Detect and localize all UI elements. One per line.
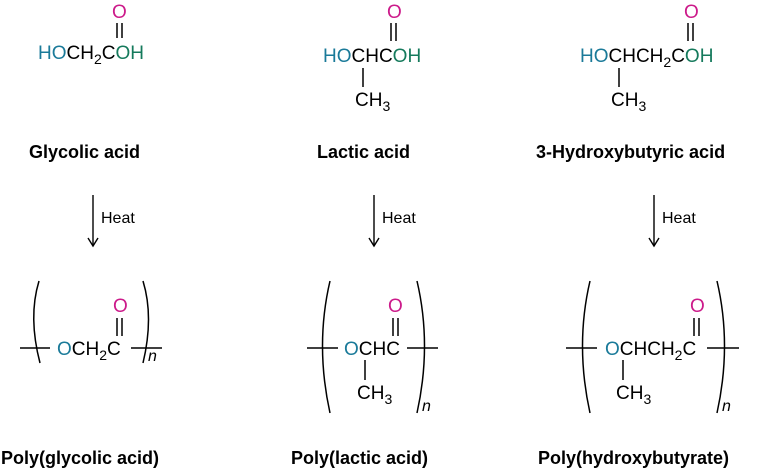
backbone: CHC: [358, 339, 400, 360]
monomer-name: 3-Hydroxybutyric acid: [536, 142, 726, 162]
carbonyl-carbon: C: [107, 339, 121, 360]
backbone: CHC: [351, 46, 393, 67]
subscript: 2: [663, 54, 672, 70]
hydroxyl-group: HO: [580, 46, 609, 67]
heat-label: Heat: [101, 210, 135, 227]
subscript: 3: [638, 98, 647, 114]
ester-oxygen: O: [344, 339, 359, 360]
carbonyl-oxygen: O: [112, 2, 127, 23]
carbonyl-oxygen: O: [388, 296, 403, 317]
carbonyl-oxygen: O: [387, 2, 402, 23]
subscript: 2: [674, 347, 683, 363]
double-bond-icon: [390, 23, 397, 41]
carbonyl-oxygen: O: [684, 2, 699, 23]
double-bond-icon: [687, 23, 694, 41]
hydroxybutyric-acid-formula: HOCHCH2COH: [580, 46, 714, 69]
methyl-branch: CH3: [616, 383, 651, 406]
lactic-acid-formula: HOCHCOH: [323, 47, 421, 66]
subscript: 2: [99, 347, 108, 363]
carbonyl-carbon: C: [671, 46, 685, 67]
repeat-count: n: [722, 398, 731, 415]
polymer-name: Poly(glycolic acid): [1, 448, 160, 468]
ester-oxygen: O: [605, 339, 620, 360]
subscript: 3: [382, 98, 391, 114]
hydroxyl-group: HO: [38, 43, 67, 64]
methyl-ch: CH: [357, 383, 385, 404]
carbonyl-oxygen: O: [113, 296, 128, 317]
acid-hydroxyl: OH: [392, 46, 422, 67]
backbone-ch: CH: [66, 43, 94, 64]
carbonyl-carbon: C: [682, 339, 697, 360]
polymer-brackets-icon: [307, 280, 438, 414]
pga-repeat-unit: OCH2C: [57, 339, 121, 362]
methyl-branch: CH3: [355, 90, 390, 113]
repeat-count: n: [422, 398, 431, 415]
polymer-brackets-icon: [566, 280, 739, 414]
subscript: 3: [384, 391, 393, 407]
backbone-ch: CH: [71, 339, 100, 360]
backbone-chch: CHCH: [608, 46, 664, 67]
hydroxyl-group: HO: [323, 46, 352, 67]
heat-label: Heat: [662, 210, 696, 227]
polymer-name: Poly(hydroxybutyrate): [538, 448, 730, 468]
subscript: 2: [93, 51, 102, 67]
methyl-ch: CH: [616, 383, 644, 404]
polymer-brackets-icon: [20, 280, 162, 364]
pla-repeat-unit: OCHC: [344, 340, 400, 359]
methyl-ch: CH: [611, 90, 639, 111]
carbonyl-oxygen: O: [690, 296, 705, 317]
acid-hydroxyl: OH: [684, 46, 714, 67]
subscript: 3: [643, 391, 652, 407]
heat-label: Heat: [382, 210, 416, 227]
down-arrow-icon: [87, 195, 99, 248]
glycolic-acid-formula: HOCH2COH: [38, 43, 144, 66]
carbonyl-carbon: C: [101, 43, 116, 64]
methyl-branch: CH3: [611, 90, 646, 113]
methyl-ch: CH: [355, 90, 383, 111]
polymer-name: Poly(lactic acid): [291, 448, 429, 468]
monomer-name: Glycolic acid: [29, 142, 141, 162]
methyl-branch: CH3: [357, 383, 392, 406]
monomer-name: Lactic acid: [317, 142, 411, 162]
down-arrow-icon: [648, 195, 660, 248]
acid-hydroxyl: OH: [115, 43, 144, 64]
ester-oxygen: O: [57, 339, 72, 360]
phb-repeat-unit: OCHCH2C: [605, 339, 697, 362]
backbone-chch: CHCH: [619, 339, 675, 360]
down-arrow-icon: [368, 195, 380, 248]
repeat-count: n: [148, 348, 157, 365]
double-bond-icon: [116, 23, 123, 38]
